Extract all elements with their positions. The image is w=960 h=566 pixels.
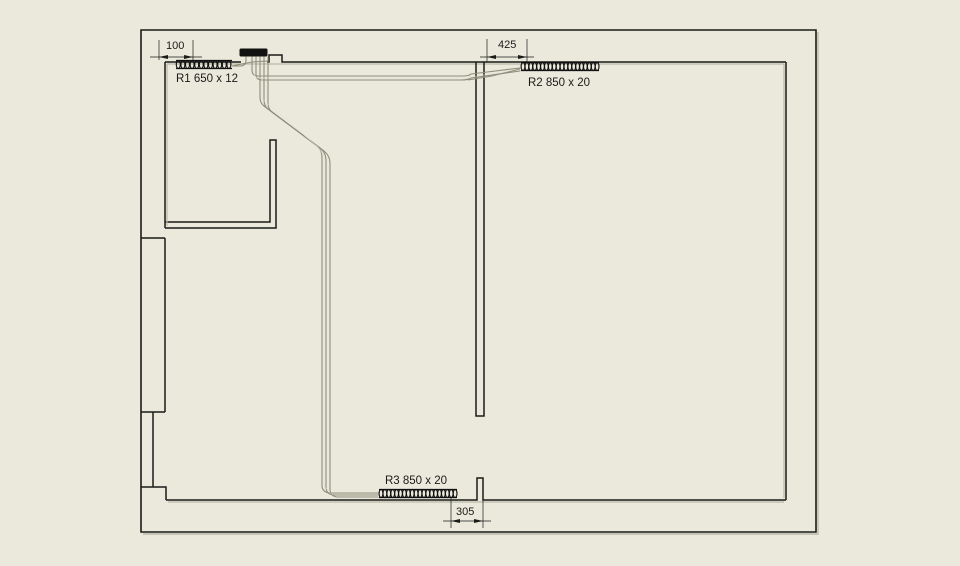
radiator-1[interactable]: R1 650 x 12 [175, 59, 269, 86]
dimension-305: 305 [443, 492, 491, 528]
radiator-3[interactable]: R3 850 x 20 [378, 475, 458, 499]
inner-wall-left-lower-b [153, 486, 167, 500]
outer-wall-group [140, 29, 819, 535]
pipe-highlight-b [261, 58, 377, 495]
mid-partition-outline [475, 62, 485, 417]
inner-wall-top-right [267, 54, 786, 63]
mid-partition-wall [475, 62, 485, 417]
pipe-branch-r2-b [255, 56, 521, 81]
dim-425-arrow-right [518, 55, 527, 59]
pipe-network [232, 56, 521, 498]
inner-wall-group [141, 54, 787, 501]
dimension-425: 425 [480, 39, 534, 62]
outer-wall-outline [140, 29, 817, 533]
inner-wall-recess [165, 139, 277, 229]
inner-wall-bottom [166, 477, 786, 501]
pipe-branch-r1 [232, 56, 247, 67]
manifold-block[interactable] [239, 48, 268, 57]
dim-100-arrow-left [159, 55, 168, 59]
pipe-run-r3-b [263, 56, 379, 496]
pipe-branch-r2-a [251, 56, 521, 77]
dim-425-text: 425 [498, 39, 516, 51]
radiator-1-coil [175, 59, 232, 70]
dim-100-text: 100 [166, 40, 184, 52]
dim-305-text: 305 [456, 506, 474, 518]
radiator-2[interactable]: R2 850 x 20 [467, 61, 600, 90]
dimension-100: 100 [150, 40, 202, 62]
dim-305-arrow-left [451, 519, 460, 523]
pipe-run-r3-c [267, 56, 379, 498]
dim-425-arrow-left [487, 55, 496, 59]
radiator-2-leader [467, 68, 521, 81]
radiator-1-leader [231, 60, 269, 67]
radiator-1-label: R1 650 x 12 [176, 73, 238, 85]
dim-305-arrow-right [474, 519, 483, 523]
radiator-3-coil [378, 488, 458, 499]
outer-wall-shadow [143, 32, 819, 535]
radiator-3-label: R3 850 x 20 [385, 475, 447, 487]
pipe-network-highlight [253, 58, 520, 495]
pipe-highlight-a [253, 58, 520, 79]
radiator-2-label: R2 850 x 20 [528, 77, 590, 89]
dim-100-arrow-right [184, 55, 193, 59]
radiator-2-coil [520, 61, 600, 72]
